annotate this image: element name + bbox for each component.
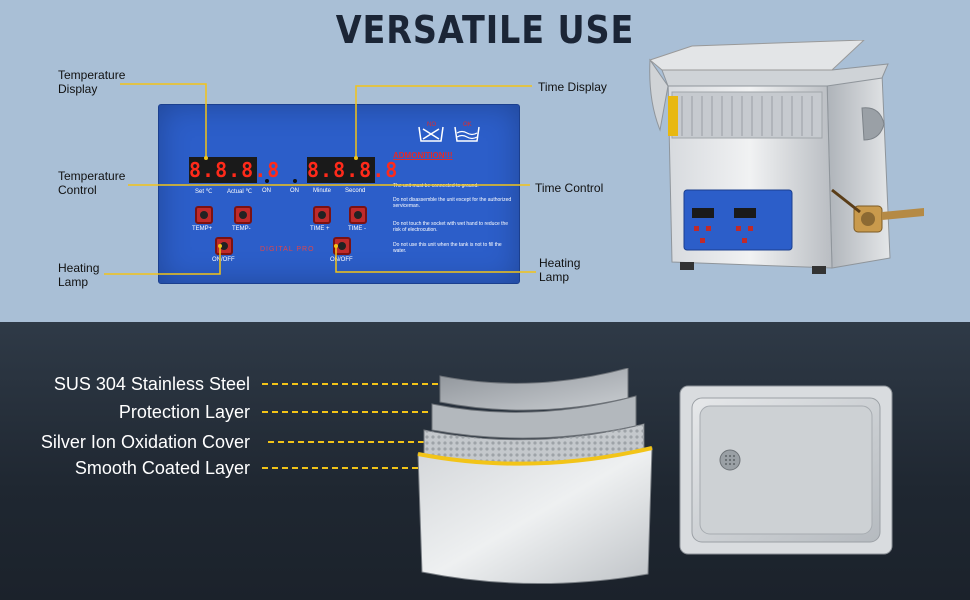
on-label-1: ON — [262, 188, 271, 194]
stainless-tray-image — [679, 385, 893, 555]
temp-minus-button[interactable] — [234, 206, 252, 224]
warning-2: Do not disassemble the unit except for t… — [393, 197, 512, 209]
actual-label: Actual ℃ — [227, 189, 253, 195]
callout-temperature-display: Temperature Display — [58, 68, 126, 96]
icon-ok-text: OK — [463, 122, 472, 128]
callout-lines — [104, 83, 536, 275]
callout-heating-lamp-left: Heating Lamp — [58, 261, 100, 289]
water-level-icons: NO OK — [418, 122, 480, 142]
time-minus-label: TIME - — [348, 226, 366, 232]
temp-plus-button[interactable] — [195, 206, 213, 224]
second-label: Second — [345, 188, 366, 194]
callout-heating-lamp-right: Heating Lamp — [539, 256, 581, 284]
time-plus-label: TIME + — [310, 226, 330, 232]
ok-water-icon — [454, 126, 480, 142]
indicator-dot-1 — [265, 179, 269, 183]
temp-minus-label: TEMP- — [232, 226, 251, 232]
sonic-onoff-label: ON/OFF — [330, 257, 353, 263]
material-layers-image — [417, 368, 653, 584]
sonic-onoff-button[interactable] — [333, 237, 351, 255]
layer-label-2: Protection Layer — [118, 402, 250, 422]
time-minus-button[interactable] — [349, 206, 367, 224]
admonition-title: ADMONITION!!! — [393, 151, 453, 160]
warning-4: Do not use this unit when the tank is no… — [393, 242, 502, 254]
layer-label-3: Silver Ion Oxidation Cover — [40, 432, 250, 452]
warning-3: Do not touch the socket with wet hand to… — [393, 221, 509, 233]
temp-plus-label: TEMP+ — [192, 226, 213, 232]
callout-time-display: Time Display — [538, 80, 607, 94]
headline: VERSATILE USE — [335, 8, 635, 52]
control-panel: 8.8.8.8 8.8.8.8 Set ℃ Actual ℃ ON ON Min… — [158, 104, 520, 284]
callout-temperature-control: Temperature Control — [58, 169, 126, 197]
on-label-2: ON — [290, 188, 299, 194]
icon-no-text: NO — [427, 122, 436, 128]
ultrasonic-cleaner-image — [648, 40, 924, 274]
heat-onoff-label: ON/OFF — [212, 257, 235, 263]
layer-label-4: Smooth Coated Layer — [74, 458, 250, 478]
minute-label: Minute — [313, 188, 332, 194]
brand-label: DIGITAL PRO — [260, 246, 315, 253]
no-water-icon — [418, 126, 444, 142]
callout-time-control: Time Control — [535, 181, 604, 195]
warning-1: The unit must be connected to ground. — [393, 183, 479, 189]
layer-label-1: SUS 304 Stainless Steel — [53, 374, 250, 394]
set-label: Set ℃ — [195, 189, 213, 195]
indicator-dot-2 — [293, 179, 297, 183]
temperature-display: 8.8.8.8 — [189, 157, 281, 183]
time-plus-button[interactable] — [313, 206, 331, 224]
